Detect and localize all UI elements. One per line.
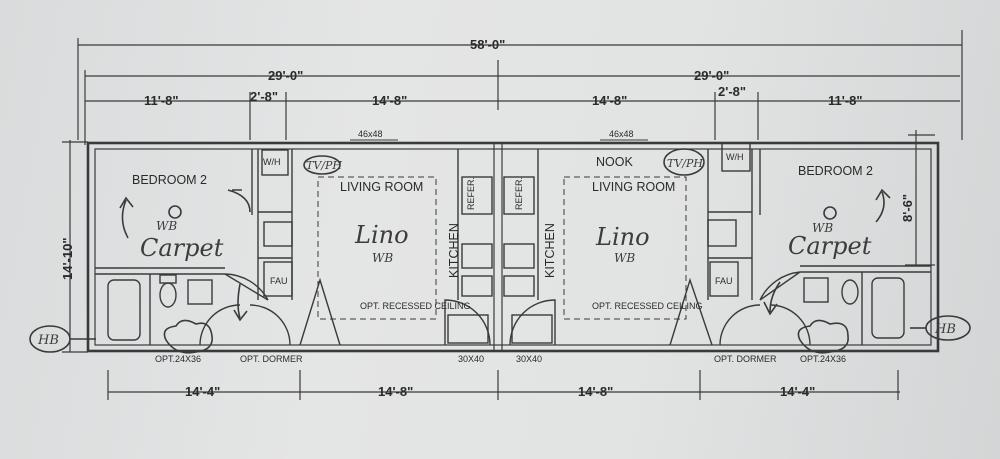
right-windows [508,139,860,352]
left-kitchen-label: KITCHEN [447,223,461,278]
dim-right-bedroom: 11'-8" [828,93,863,108]
right-bottom-window-label: 30X40 [516,354,542,364]
right-refer-label: REFER. [514,177,524,210]
right-living-window-label: 46x48 [609,129,634,139]
dim-bottom-right-bedroom: 14'-4" [780,384,815,399]
dim-bottom-left-living: 14'-8" [378,384,413,399]
top-dimension-lines [77,30,963,145]
right-lino-wb-note: WB [614,251,635,265]
right-kitchen-label: KITCHEN [543,223,557,278]
left-living-label: LIVING ROOM [340,180,423,194]
left-bedroom-label: BEDROOM 2 [132,173,207,187]
left-living-window-label: 46x48 [358,129,383,139]
right-wb-note: WB [812,221,833,235]
right-carpet-note: Carpet [788,232,872,260]
left-carpet-note: Carpet [140,234,224,262]
right-bed-window-label: OPT.24X36 [800,354,846,364]
right-tv-note: TV/PH [667,157,703,170]
right-dormer-label: OPT. DORMER [714,354,777,364]
side-dimension-lines [62,130,935,353]
right-hb-note: HB [934,322,956,337]
left-wh-label: W/H [263,157,281,167]
left-windows [160,139,492,352]
right-wh-label: W/H [726,152,744,162]
right-recessed-label: OPT. RECESSED CEILING [592,301,703,311]
left-bottom-window-label: 30X40 [458,354,484,364]
left-lino-note: Lino [354,221,409,249]
left-bed-window-label: OPT.24X36 [155,354,201,364]
dim-left-closet: 2'-8" [250,89,278,104]
right-bedroom-label: BEDROOM 2 [798,164,873,178]
dim-overall: 58'-0" [470,37,505,52]
dim-left-living: 14'-8" [372,93,407,108]
left-unit-walls [95,149,493,346]
dim-depth-right: 8'-6" [900,194,915,222]
left-fau-label: FAU [270,276,288,286]
right-fau-label: FAU [715,276,733,286]
dim-depth-left: 14'-10" [60,237,75,280]
dim-right-half: 29'-0" [694,68,729,83]
dim-right-closet: 2'-8" [718,84,746,99]
handwritten-marks [29,148,971,354]
left-recessed-label: OPT. RECESSED CEILING [360,301,471,311]
left-hb-note: HB [37,333,59,348]
left-wb-note: WB [156,219,177,233]
left-lino-wb-note: WB [372,251,393,265]
right-unit-walls [503,142,931,346]
dim-bottom-right-living: 14'-8" [578,384,613,399]
left-refer-label: REFER. [466,177,476,210]
right-lino-note: Lino [595,223,650,251]
bottom-dimension-lines [107,370,900,400]
dim-right-living: 14'-8" [592,93,627,108]
inner-wall-lines [94,143,932,351]
right-living-label: LIVING ROOM [592,180,675,194]
left-dormer-label: OPT. DORMER [240,354,303,364]
left-tv-note: TV/PH [306,159,342,172]
dim-bottom-left-bedroom: 14'-4" [185,384,220,399]
nook-label: NOOK [596,155,633,169]
dim-left-bedroom: 11'-8" [144,93,179,108]
dim-left-half: 29'-0" [268,68,303,83]
